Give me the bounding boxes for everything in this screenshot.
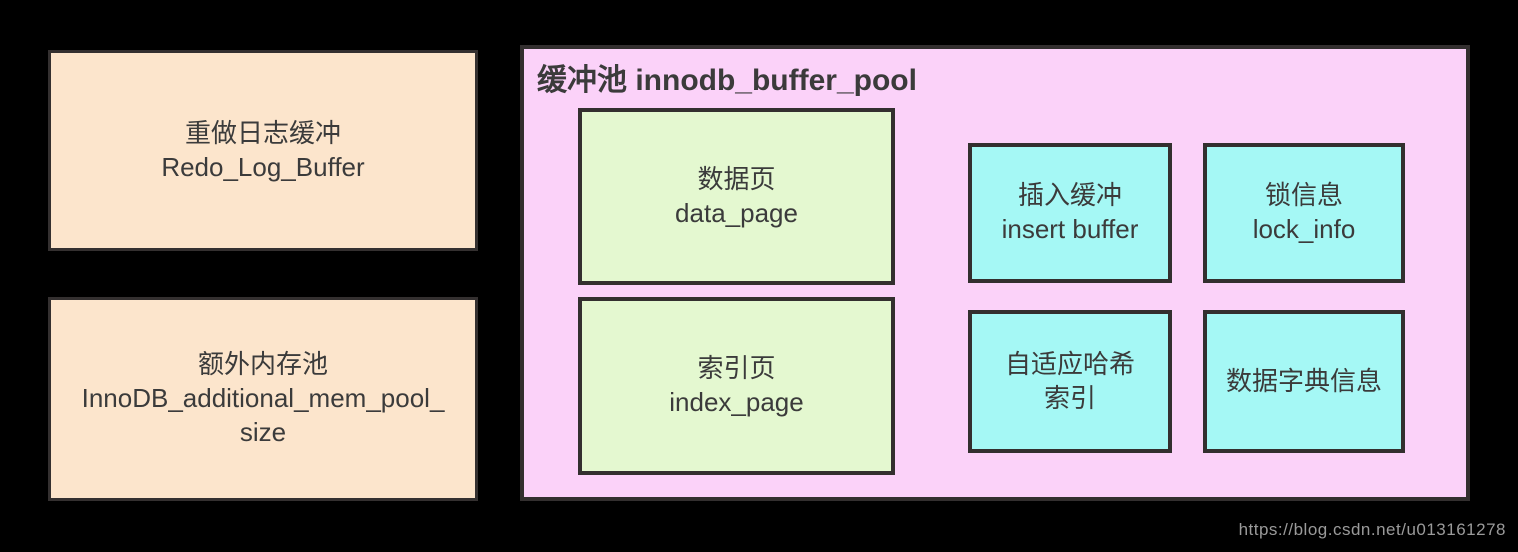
index-page-box: 索引页 index_page xyxy=(578,297,895,475)
adaptive-hash-index-box: 自适应哈希 索引 xyxy=(968,310,1172,453)
insert-buffer-label-cn: 插入缓冲 xyxy=(1017,180,1122,211)
data-page-box: 数据页 data_page xyxy=(578,108,895,285)
redo-log-buffer-box: 重做日志缓冲 Redo_Log_Buffer xyxy=(48,50,478,251)
index-page-label-en: index_page xyxy=(669,387,804,417)
redo-log-buffer-label-cn: 重做日志缓冲 xyxy=(184,117,341,148)
buffer-pool-container: 缓冲池 innodb_buffer_pool 数据页 data_page 索引页… xyxy=(520,45,1470,501)
additional-mem-pool-box: 额外内存池 InnoDB_additional_mem_pool_ size xyxy=(48,297,478,501)
csdn-watermark-url: https://blog.csdn.net/u013161278 xyxy=(1238,520,1506,539)
data-dictionary-label: 数据字典信息 xyxy=(1225,365,1382,396)
additional-mem-pool-label-cn: 额外内存池 xyxy=(197,349,328,380)
lock-info-box: 锁信息 lock_info xyxy=(1203,143,1405,283)
additional-mem-pool-label-en: InnoDB_additional_mem_pool_ xyxy=(81,383,445,414)
lock-info-label-en: lock_info xyxy=(1252,214,1356,244)
insert-buffer-box: 插入缓冲 insert buffer xyxy=(968,143,1172,283)
lock-info-label-cn: 锁信息 xyxy=(1264,180,1343,211)
insert-buffer-label-en: insert buffer xyxy=(1001,214,1139,244)
data-page-label-en: data_page xyxy=(675,197,798,228)
buffer-pool-title: 缓冲池 innodb_buffer_pool xyxy=(537,64,917,97)
adaptive-hash-index-label-line1: 自适应哈希 xyxy=(1004,348,1135,379)
additional-mem-pool-label-en-wrap: size xyxy=(239,416,287,447)
data-dictionary-box: 数据字典信息 xyxy=(1203,310,1405,453)
index-page-label-cn: 索引页 xyxy=(697,353,776,384)
adaptive-hash-index-label-line2: 索引 xyxy=(1043,382,1096,413)
redo-log-buffer-label-en: Redo_Log_Buffer xyxy=(161,151,365,182)
data-page-label-cn: 数据页 xyxy=(697,163,776,194)
